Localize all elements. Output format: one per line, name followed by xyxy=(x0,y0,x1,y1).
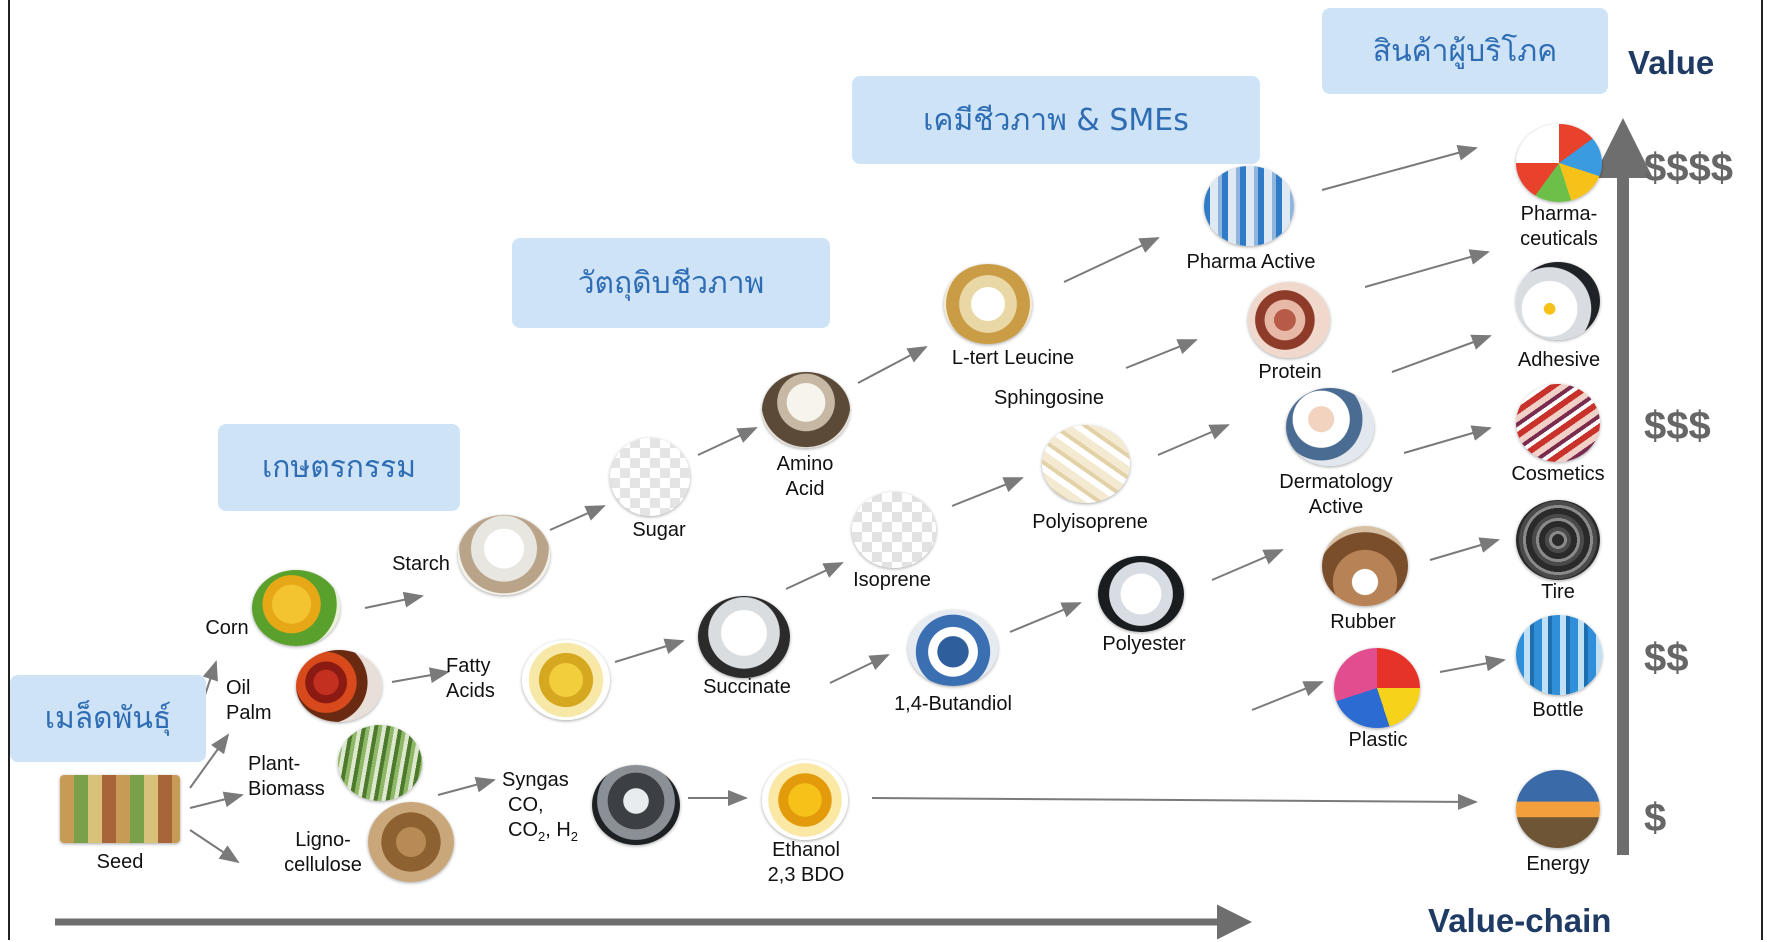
polyisoprene-label: Polyisoprene xyxy=(1032,511,1148,533)
arrow-seed-biomass xyxy=(189,791,244,809)
arrow-leucine-pharmaactive xyxy=(1063,237,1160,283)
rubber-label: Rubber xyxy=(1330,611,1396,633)
arrow-protein-pharmaceuticals xyxy=(1364,249,1490,288)
plant-biomass-label: Plant- Biomass xyxy=(248,753,325,800)
arrow-biomass-syngas xyxy=(437,776,496,796)
tire-icon xyxy=(1516,500,1600,580)
arrow-seed-oilpalm xyxy=(189,733,230,789)
protein-icon xyxy=(1248,282,1330,358)
arrow-dermatology-cosmetics xyxy=(1403,425,1492,454)
arrow-pharmaactive-pharmaceuticals xyxy=(1321,145,1478,191)
adhesive-label: Adhesive xyxy=(1517,349,1601,371)
value-level-3: $$$ xyxy=(1644,404,1711,448)
category-biochemical-smes: เคมีชีวภาพ & SMEs xyxy=(852,76,1260,164)
arrow-plastic-bottle xyxy=(1439,655,1506,673)
arrow-sugar-amino xyxy=(697,427,758,456)
pharma-active-label: Pharma Active xyxy=(1186,251,1316,273)
isoprene-label: Isoprene xyxy=(853,569,931,591)
arrow-sphingosine-protein xyxy=(1125,339,1198,369)
category-agriculture: เกษตรกรรม xyxy=(218,424,460,511)
amino-acid-label: Amino Acid xyxy=(776,453,834,500)
energy-label: Energy xyxy=(1526,853,1590,875)
plant-biomass-icon xyxy=(338,725,422,801)
plastic-icon xyxy=(1334,648,1420,728)
arrow-rubber-tire xyxy=(1429,537,1500,561)
seed-label: Seed xyxy=(96,851,144,873)
cosmetics-label: Cosmetics xyxy=(1511,463,1605,485)
arrow-seed-ligno xyxy=(189,829,240,864)
polyester-icon xyxy=(1098,556,1184,632)
lignocellulose-icon xyxy=(368,802,454,882)
syngas-icon xyxy=(592,765,680,845)
arrow-starch-sugar xyxy=(549,505,606,531)
fatty-acids-label: Fatty Acids xyxy=(446,655,495,702)
arrow-polyisoprene-dermatology xyxy=(1157,424,1230,456)
value-level-1: $ xyxy=(1644,796,1667,840)
sphingosine-label: Sphingosine xyxy=(993,387,1105,409)
syngas-co-label: CO, xyxy=(508,794,544,816)
value-level-2: $$ xyxy=(1644,636,1689,680)
adhesive-icon xyxy=(1516,262,1600,340)
sugar-label: Sugar xyxy=(632,519,686,541)
category-bio-raw-material: วัตถุดิบชีวภาพ xyxy=(512,238,830,328)
amino-acid-icon xyxy=(762,372,850,448)
value-chain-axis-label: Value-chain xyxy=(1428,902,1612,939)
pharmaceuticals-label: Pharma- ceuticals xyxy=(1520,203,1598,250)
plastic-label: Plastic xyxy=(1348,729,1408,751)
ethanol-icon xyxy=(762,760,848,840)
tire-label: Tire xyxy=(1541,581,1575,603)
starch-label: Starch xyxy=(392,553,450,575)
pharmaceuticals-icon xyxy=(1516,124,1602,202)
rubber-icon xyxy=(1322,526,1408,606)
isoprene-icon xyxy=(852,492,936,568)
cosmetics-icon xyxy=(1516,384,1600,462)
arrow-oilpalm-fatty xyxy=(391,667,450,684)
polyester-label: Polyester xyxy=(1102,633,1186,655)
energy-icon xyxy=(1516,770,1600,848)
oil-palm-label: Oil Palm xyxy=(226,677,272,724)
arrow-succinate-isoprene xyxy=(785,562,844,590)
succinate-icon xyxy=(698,596,790,678)
diagram-frame xyxy=(8,0,1763,940)
ethanol-label: Ethanol 2,3 BDO xyxy=(767,839,845,886)
dermatology-active-label: Dermatology Active xyxy=(1279,471,1393,518)
oil-palm-icon xyxy=(296,650,382,722)
fatty-acids-icon xyxy=(522,640,610,720)
bottle-label: Bottle xyxy=(1532,699,1584,721)
seed-icon xyxy=(60,775,180,843)
starch-icon xyxy=(458,515,550,595)
bottle-icon xyxy=(1516,615,1602,695)
syngas-label: Syngas xyxy=(502,769,569,791)
arrow-succinate-butandiol xyxy=(829,654,890,684)
arrow-protein-adhesive xyxy=(1391,334,1492,373)
arrow-amino-leucine xyxy=(857,346,928,384)
value-axis-label: Value xyxy=(1628,44,1715,81)
succinate-label: Succinate xyxy=(703,676,791,698)
arrow-butandiol-polyester xyxy=(1009,602,1082,633)
corn-icon xyxy=(252,570,340,646)
value-level-4: $$$$ xyxy=(1644,146,1733,190)
corn-label: Corn xyxy=(205,617,249,639)
arrow-fatty-succinate xyxy=(614,638,685,663)
arrow-corn-starch xyxy=(364,591,424,609)
arrow-isoprene-polyisoprene xyxy=(951,477,1024,507)
sugar-icon xyxy=(610,438,690,516)
arrow-to-plastic xyxy=(1251,681,1324,711)
l-tert-leucine-icon xyxy=(944,264,1032,344)
arrow-ethanol-energy xyxy=(871,793,1478,810)
lignocellulose-label: Ligno- cellulose xyxy=(284,829,362,876)
dermatology-active-icon xyxy=(1286,388,1374,466)
protein-label: Protein xyxy=(1258,361,1322,383)
butandiol-icon xyxy=(908,610,998,686)
pharma-active-icon xyxy=(1204,166,1294,246)
arrow-polyester-rubber xyxy=(1211,549,1284,581)
syngas-co2-h2-label: CO2, H2 xyxy=(508,819,579,844)
butandiol-label: 1,4-Butandiol xyxy=(894,693,1012,715)
l-tert-leucine-label: L-tert Leucine xyxy=(951,347,1075,369)
category-seed-stage: เมล็ดพันธุ์ xyxy=(10,675,206,762)
category-consumer-products: สินค้าผู้บริโภค xyxy=(1322,8,1608,94)
polyisoprene-icon xyxy=(1042,425,1130,503)
